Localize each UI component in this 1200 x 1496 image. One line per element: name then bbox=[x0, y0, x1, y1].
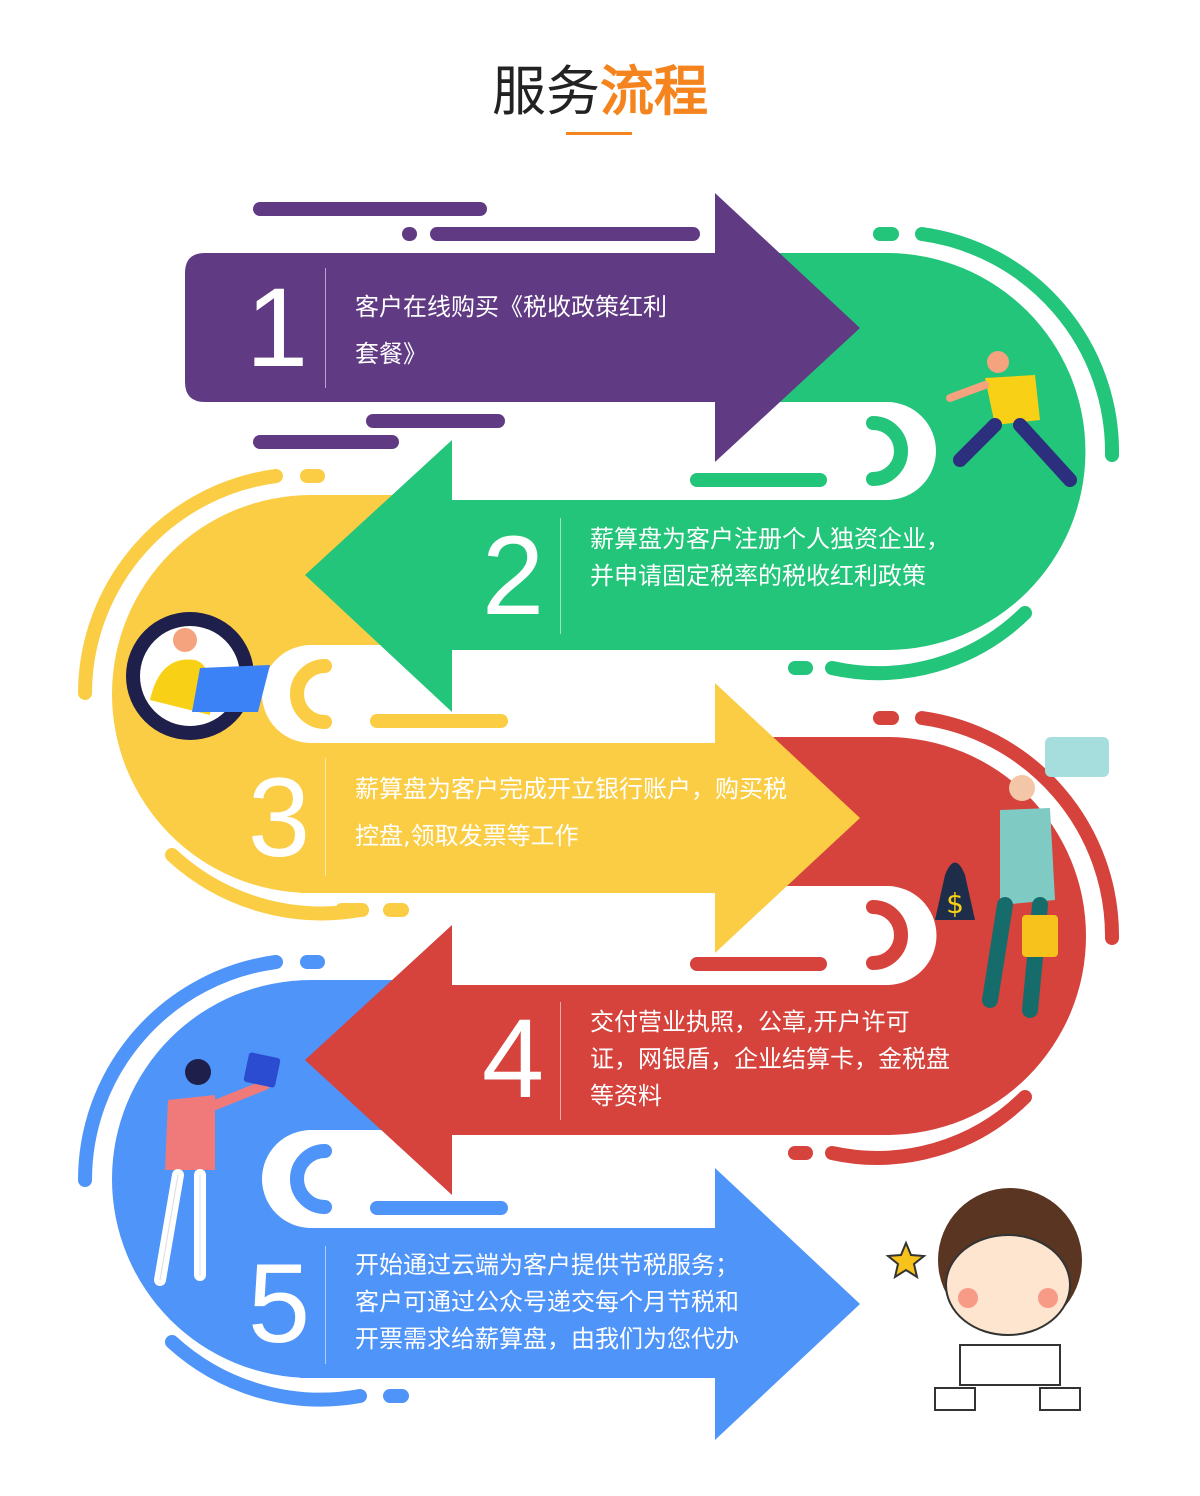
cartoon-boy-illustration bbox=[885, 1188, 1082, 1411]
blue-inner-arc bbox=[290, 1144, 332, 1214]
businessman-money-bag-illustration: $ bbox=[935, 737, 1109, 1018]
step-3-divider bbox=[325, 758, 326, 876]
step-5-divider bbox=[325, 1246, 326, 1364]
dollar-sign: $ bbox=[946, 887, 964, 920]
step-5-number: 5 bbox=[247, 1241, 311, 1366]
blue-outer-arc-2 bbox=[165, 1335, 367, 1407]
step-3-number: 3 bbox=[247, 755, 311, 880]
red-outer-arc-2 bbox=[825, 1090, 1032, 1165]
red-outer-arc bbox=[915, 711, 1120, 945]
green-inner-arc bbox=[866, 416, 908, 486]
blue-outer-arc bbox=[78, 955, 283, 1187]
title-part-1: 服务 bbox=[492, 60, 600, 123]
step-4-number: 4 bbox=[481, 996, 545, 1121]
computer-worker-gear-illustration bbox=[126, 612, 270, 740]
green-loop-inner bbox=[440, 402, 936, 500]
step-5-text: 开始通过云端为客户提供节税服务；客户可通过公众号递交每个月节税和开票需求给薪算盘… bbox=[355, 1251, 739, 1353]
step-4-arrow bbox=[305, 925, 890, 1195]
step-1-arrow bbox=[185, 193, 860, 462]
step-1-text: 客户在线购买《税收政策红利套餐》 bbox=[355, 293, 667, 368]
step-4-divider bbox=[560, 1002, 561, 1120]
title-underline bbox=[566, 132, 632, 135]
red-loop-inner bbox=[440, 886, 937, 985]
page-title: 服务流程 bbox=[0, 52, 1200, 132]
yellow-inner-arc bbox=[290, 659, 332, 729]
step-1-divider bbox=[325, 268, 326, 388]
step-3-text: 薪算盘为客户完成开立银行账户，购买税控盘,领取发票等工作 bbox=[355, 775, 787, 850]
green-outer-arc bbox=[915, 227, 1120, 462]
step-2-arrow bbox=[305, 440, 890, 712]
red-inner-arc bbox=[866, 900, 908, 970]
step-3-arrow bbox=[300, 683, 860, 953]
woman-with-document-illustration bbox=[154, 1052, 281, 1286]
running-man-illustration bbox=[946, 351, 1077, 487]
title-part-2-highlight: 流程 bbox=[600, 60, 708, 123]
step-2-number: 2 bbox=[481, 513, 545, 638]
step-4-text: 交付营业执照，公章,开户许可证，网银盾，企业结算卡，金税盘等资料 bbox=[590, 1008, 950, 1110]
green-outer-arc-2 bbox=[825, 606, 1032, 681]
yellow-outer-arc-2 bbox=[165, 848, 367, 921]
step-2-text: 薪算盘为客户注册个人独资企业，并申请固定税率的税收红利政策 bbox=[590, 525, 950, 590]
decorative-pills bbox=[253, 202, 899, 1403]
step-1-number: 1 bbox=[245, 265, 309, 390]
yellow-loop-inner bbox=[262, 645, 725, 743]
step-2-divider bbox=[560, 518, 561, 634]
star-icon bbox=[885, 1240, 927, 1280]
step-5-arrow bbox=[300, 1168, 860, 1440]
yellow-outer-arc bbox=[78, 469, 283, 700]
